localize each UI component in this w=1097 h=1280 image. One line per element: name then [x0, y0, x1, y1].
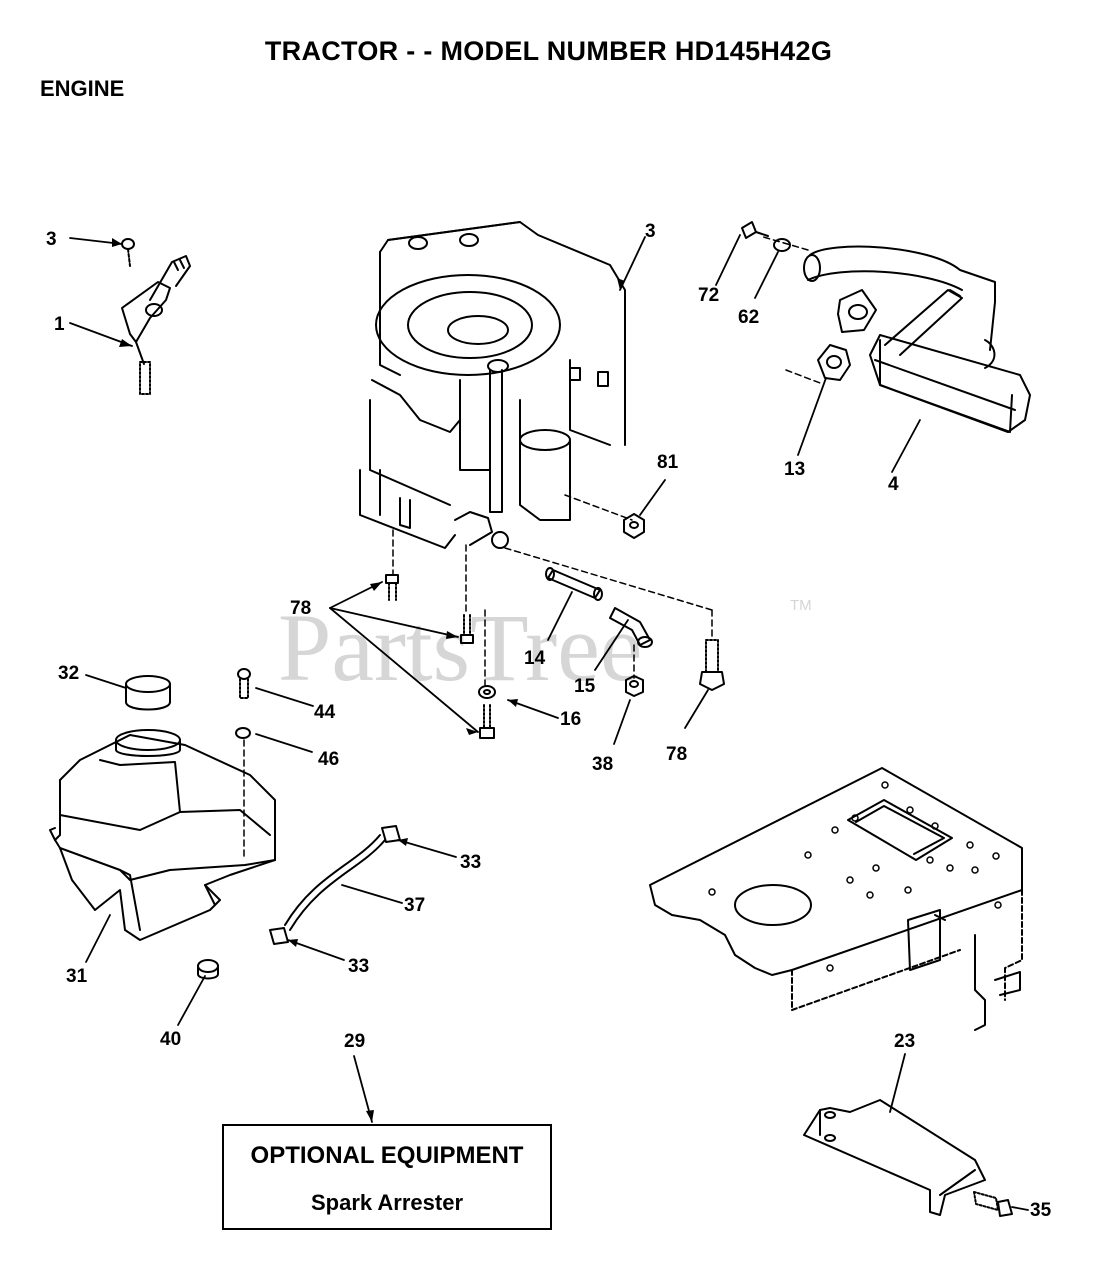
callout-2: 3	[46, 229, 57, 250]
callout-38: 38	[592, 754, 613, 775]
callout-labels: 3 1 3 72 62 13 4 81 78 14 15 16 38 78 32…	[46, 221, 1052, 1221]
watermark-trademark: TM	[790, 597, 812, 614]
callout-37: 37	[404, 895, 425, 916]
frame-part[interactable]	[649, 767, 1023, 1031]
callout-40: 40	[160, 1029, 181, 1050]
callout-72: 72	[698, 285, 719, 306]
callout-62: 62	[738, 307, 759, 328]
callout-31: 31	[66, 966, 88, 987]
callout-33-top: 33	[460, 852, 481, 873]
muffler-part[interactable]	[741, 221, 1031, 433]
callout-78-right: 78	[666, 744, 687, 765]
optional-equipment-box[interactable]: OPTIONAL EQUIPMENT Spark Arrester	[222, 1124, 552, 1230]
section-heading: ENGINE	[40, 76, 125, 101]
callout-78-left: 78	[290, 598, 311, 619]
throttle-control-part[interactable]	[121, 238, 191, 395]
callout-32: 32	[58, 663, 79, 684]
callout-23: 23	[894, 1031, 915, 1052]
callout-46: 46	[318, 749, 339, 770]
optional-equipment-title: OPTIONAL EQUIPMENT	[250, 1142, 524, 1169]
callout-3: 3	[645, 221, 656, 242]
page-title: TRACTOR - - MODEL NUMBER HD145H42G	[264, 36, 833, 66]
callout-35: 35	[1030, 1200, 1052, 1221]
mounting-hardware[interactable]	[385, 494, 725, 739]
callout-4: 4	[888, 474, 899, 495]
leader-arrowheads	[112, 238, 625, 1122]
callout-81: 81	[657, 452, 679, 473]
callout-1: 1	[54, 314, 65, 335]
engine-part[interactable]	[359, 221, 626, 549]
callout-15: 15	[574, 676, 596, 697]
leader-lines	[69, 234, 1029, 1211]
callout-29: 29	[344, 1031, 365, 1052]
spark-arrester-bracket-part[interactable]	[803, 1099, 1013, 1217]
callout-13: 13	[784, 459, 805, 480]
callout-33-bottom: 33	[348, 956, 369, 977]
fuel-tank-part[interactable]	[49, 668, 276, 980]
callout-14: 14	[524, 648, 546, 669]
watermark-text: PartsTree	[278, 594, 642, 701]
fuel-line-part[interactable]	[269, 825, 401, 945]
callout-44: 44	[314, 702, 336, 723]
spark-arrester-label: Spark Arrester	[310, 1190, 464, 1215]
callout-16: 16	[560, 709, 581, 730]
